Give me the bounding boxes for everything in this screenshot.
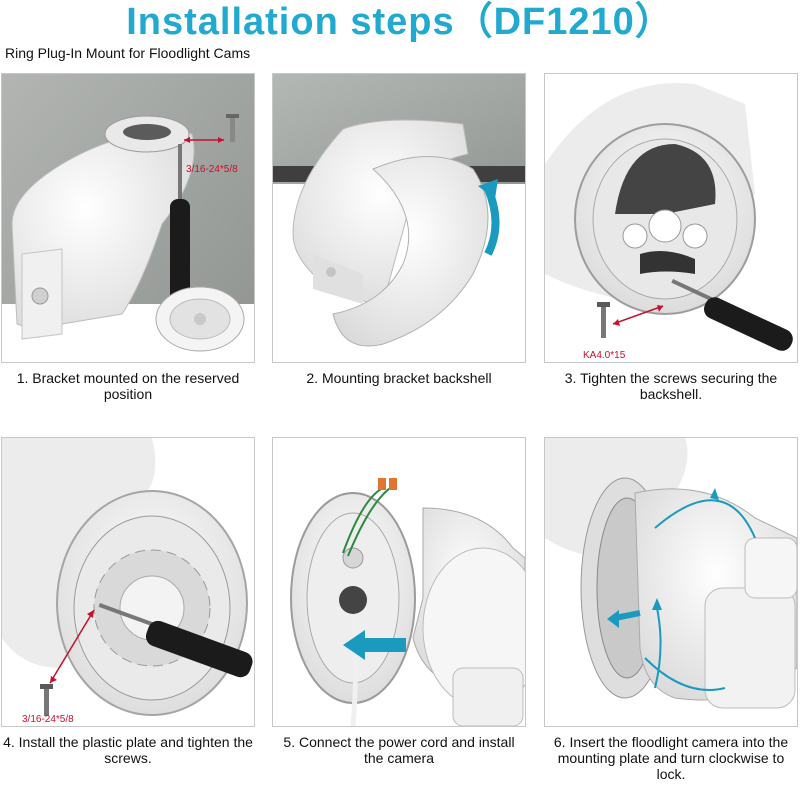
step-4-caption: 4. Install the plastic plate and tighten… [3,734,253,766]
step-5-image [273,438,525,726]
step-2-panel: 2. Mounting bracket backshell [272,73,526,386]
step-1-panel: 3/16-24*5/8 1. Bracket mounted on the re… [1,73,255,402]
step-1-image: 3/16-24*5/8 [2,74,254,362]
step-2-caption: 2. Mounting bracket backshell [306,370,492,386]
step-6-image [545,438,797,726]
page-subtitle: Ring Plug-In Mount for Floodlight Cams [5,45,251,61]
step-4-image: 3/16-24*5/8 [2,438,254,726]
step-5-caption: 5. Connect the power cord and install th… [283,734,515,766]
step-3-caption: 3. Tighten the screws securing the backs… [564,370,778,402]
step-3-image: KA4.0*15 [545,74,797,362]
step-6-panel: 6. Insert the floodlight camera into the… [544,437,798,782]
step-1-caption: 1. Bracket mounted on the reserved posit… [16,370,240,402]
step-3-panel: KA4.0*15 3. Tighten the screws securing … [544,73,798,402]
step-1-screw-label: 3/16-24*5/8 [186,164,238,175]
step-4-screw-label: 3/16-24*5/8 [22,714,74,725]
step-5-panel: 5. Connect the power cord and install th… [272,437,526,766]
page-title: Installation steps（DF1210） [126,1,674,43]
step-3-screw-label: KA4.0*15 [583,350,626,361]
step-6-caption: 6. Insert the floodlight camera into the… [553,734,789,782]
step-4-panel: 3/16-24*5/8 4. Install the plastic plate… [1,437,255,766]
step-2-image [273,74,525,362]
